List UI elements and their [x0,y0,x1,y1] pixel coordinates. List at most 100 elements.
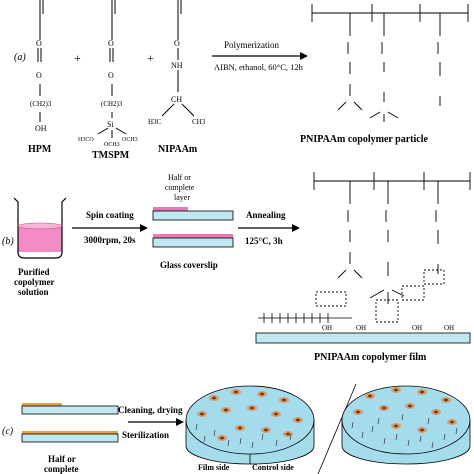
nipaam-atom-nh: NH [171,61,183,70]
glass-coverslip-label: Glass coverslip [160,260,218,270]
fiber-d1-2 [213,429,216,437]
tmspm-label: TMSPM [92,150,130,161]
fiber-d1-4 [239,437,242,445]
cell-d1-0-nucleus [212,396,216,400]
copolymer-film-label: PNIPAAm copolymer film [314,352,427,363]
cell-d1-4-nucleus [200,412,204,416]
fiber-d2-3 [383,437,386,445]
fiber-d2-10 [377,417,380,425]
nipaam-atom-o: O [174,39,180,48]
half-coated-coverslip [152,207,234,221]
fiber-d1-6 [261,433,264,441]
cell-d1-5-nucleus [224,408,228,412]
polymerization-label: Polymerization [224,40,279,50]
dish-2-cells [351,387,458,449]
cell-d1-2-nucleus [260,392,264,396]
control-side-label: Control side [252,463,294,472]
surface-chain [258,313,352,323]
layer-label-1: Half or [168,173,191,182]
fiber-d2-1 [361,431,364,439]
cell-d2-10-nucleus [420,428,424,432]
cell-d1-10-nucleus [264,428,268,432]
half-label-1: Half or [48,454,76,464]
fiber-d1-1 [203,435,206,443]
cell-d2-5-nucleus [382,406,386,410]
cell-d1-11-nucleus [286,432,290,436]
film-side-label: Film side [198,463,230,472]
fiber-d2-0 [351,421,354,429]
copolymer-particle-label: PNIPAAm copolymer particle [300,134,428,145]
tmspm-atom-o1: O [108,39,114,48]
copolymer-solution [18,226,62,252]
nipaam-atom-h3c: H3C [148,118,162,126]
culture-dish-1 [185,385,315,465]
fiber-d2-12 [427,417,430,425]
polymerization-arrow [212,52,308,60]
cell-d2-4-nucleus [356,410,360,414]
annealing-arrow [238,224,300,232]
solution-label-2: copolymer [14,277,55,287]
fiber-d2-2 [371,425,374,433]
nipaam-label: NIPAAm [158,144,198,155]
culture-dish-2 [341,385,471,465]
surface-oh-4: OH [444,324,454,332]
tmspm-atom-si: Si [107,120,114,129]
cell-d1-3-nucleus [282,398,286,402]
fiber-d1-5 [251,441,254,449]
cell-d2-9-nucleus [394,424,398,428]
cell-d2-2-nucleus [420,390,424,394]
fully-coated-coverslip [152,234,234,248]
panel-label-b: (b) [2,236,14,247]
spin-coating-conditions: 3000rpm, 20s [84,235,136,245]
hpm-atom-ch2: (CH2)3 [30,100,52,108]
nipaam-atom-ch: CH [171,95,182,104]
spin-coating-arrow [72,224,148,232]
plus-sign-2: + [147,51,154,65]
polymerization-conditions: AIBN, ethanol, 60°C, 12h [214,62,304,72]
beaker-icon [13,197,67,259]
tmspm-atom-och3-1: OCH3 [122,137,138,143]
fiber-d2-9 [455,427,458,435]
layer-label-3: layer [174,193,190,202]
fiber-d1-0 [195,423,198,431]
sterilization-label: Sterilization [122,430,169,440]
tmspm-structure [97,0,127,138]
hpm-atom-o1: O [36,39,42,48]
spin-coating-label: Spin coating [86,210,134,220]
plus-sign-1: + [74,51,81,65]
cell-d2-1-nucleus [394,388,398,392]
cell-d1-9-nucleus [238,426,242,430]
cell-d1-1-nucleus [234,390,238,394]
cell-d2-6-nucleus [408,404,412,408]
solution-label-3: solution [18,287,49,297]
fiber-d2-8 [443,433,446,441]
tmspm-atom-o2: O [108,71,114,80]
panel-label-a: (a) [14,52,26,63]
fiber-d1-7 [275,439,278,447]
annealing-conditions: 125°C, 3h [245,236,283,246]
tmspm-atom-h3co: H3CO [78,137,94,143]
sterilization-arrow [128,418,184,426]
fiber-d2-5 [407,439,410,447]
cell-d2-7-nucleus [434,410,438,414]
half-label-2: complete [44,464,78,474]
nipaam-atom-ch3: CH3 [192,118,206,126]
surface-oh-1: OH [322,324,332,332]
dish-1-cells [195,389,303,449]
nipaam-structure [161,0,195,117]
cell-d1-6-nucleus [250,406,254,410]
fiber-d1-8 [289,433,292,441]
hpm-label: HPM [28,144,52,155]
annealing-label: Annealing [246,210,286,220]
film-glass-substrate [255,332,471,344]
hpm-atom-o2: O [36,71,42,80]
fiber-d2-11 [401,413,404,421]
hpm-atom-oh: OH [35,124,47,133]
coated-slides [21,403,119,443]
surface-oh-3: OH [412,324,422,332]
copolymer-particle-structure [311,4,469,122]
cell-d2-8-nucleus [450,420,454,424]
tmspm-atom-och3-2: OCH3 [104,142,120,148]
panel-label-c: (c) [2,426,14,437]
